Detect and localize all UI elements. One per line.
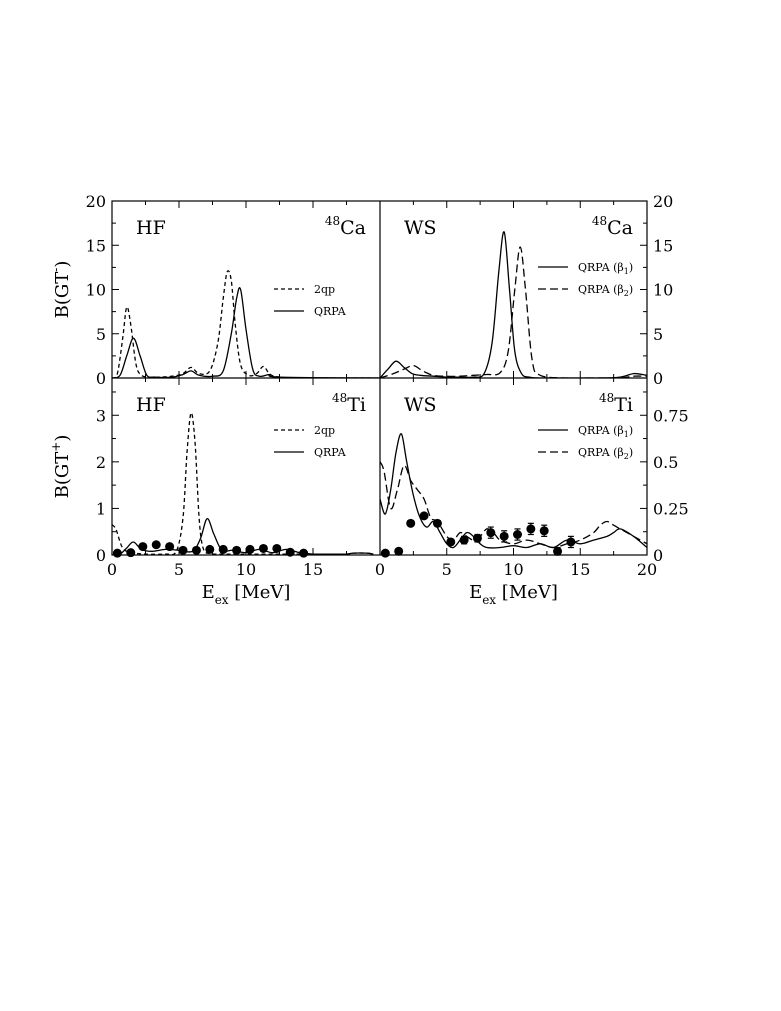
y-tick-label: 20 [653, 192, 673, 211]
series-line-qrpa-2- [380, 246, 647, 378]
nucleus-mass: 48 [599, 391, 614, 405]
x-tick-label: 5 [174, 560, 184, 579]
data-point [459, 535, 469, 545]
y-tick-label: 0 [653, 546, 663, 565]
data-point [566, 537, 576, 547]
legend-label: QRPA (β1) [578, 261, 633, 276]
nucleus-mass: 48 [325, 214, 340, 228]
nucleus-label: 48Ti [599, 391, 633, 416]
x-axis-title: Eex [MeV] [469, 582, 558, 607]
data-point [126, 548, 136, 558]
data-point [499, 531, 509, 541]
data-point [232, 545, 242, 555]
legend-label: 2qp [314, 424, 335, 437]
y-tick-label: 0 [96, 546, 106, 565]
data-point [526, 524, 536, 534]
data-point [272, 543, 282, 553]
panel-model-label: WS [404, 394, 437, 416]
y-tick-label: 10 [86, 281, 106, 300]
y-tick-label: 20 [86, 192, 106, 211]
data-point [218, 544, 228, 554]
data-point [432, 518, 442, 528]
series-line-qrpa [112, 287, 380, 378]
y-tick-label: 0.75 [653, 406, 689, 425]
y-tick-label: 10 [653, 281, 673, 300]
nucleus-label: 48Ca [325, 214, 366, 239]
data-point [151, 540, 161, 550]
data-point [419, 511, 429, 521]
legend-label: QRPA (β1) [578, 424, 633, 439]
data-point [539, 526, 549, 536]
x-tick-label: 15 [570, 560, 590, 579]
nucleus-mass: 48 [592, 214, 607, 228]
y-tick-label: 0.25 [653, 499, 689, 518]
data-point [165, 542, 175, 552]
y-tick-label: 0.5 [653, 453, 678, 472]
nucleus-symbol: Ti [347, 394, 366, 416]
data-point [191, 545, 201, 555]
y-tick-label: 0 [653, 369, 663, 388]
nucleus-label: 48Ca [592, 214, 633, 239]
data-point [513, 530, 523, 540]
legend-label: QRPA [314, 446, 347, 459]
data-point [138, 542, 148, 552]
data-point [486, 528, 496, 538]
y-tick-label: 15 [653, 236, 673, 255]
x-tick-label: 0 [375, 560, 385, 579]
legend-label: 2qp [314, 283, 335, 296]
legend-label: QRPA [314, 305, 347, 318]
x-tick-label: 5 [442, 560, 452, 579]
data-point [178, 545, 188, 555]
data-point [245, 544, 255, 554]
y-axis-title: B(GT-) [49, 261, 73, 319]
y-tick-label: 15 [86, 236, 106, 255]
data-point [472, 533, 482, 543]
data-point [258, 543, 268, 553]
y-tick-label: 5 [653, 325, 663, 344]
data-point [299, 548, 309, 558]
data-point [394, 546, 404, 556]
series-line-2qp [112, 270, 380, 378]
legend-label: QRPA (β2) [578, 446, 633, 461]
series-line-qrpa-2- [380, 461, 647, 549]
y-axis-title: B(GT+) [49, 435, 73, 499]
x-tick-label: 15 [303, 560, 323, 579]
data-point [285, 547, 295, 557]
data-point [112, 548, 122, 558]
data-point [446, 537, 456, 547]
series-line-qrpa-1- [380, 231, 647, 378]
nucleus-symbol: Ca [340, 217, 366, 239]
y-tick-label: 3 [96, 406, 106, 425]
x-tick-label: 0 [107, 560, 117, 579]
panel-model-label: WS [404, 217, 437, 239]
x-axis-title: Eex [MeV] [202, 582, 291, 607]
y-tick-label: 5 [96, 325, 106, 344]
legend-label: QRPA (β2) [578, 283, 633, 298]
data-point [553, 546, 563, 556]
y-tick-label: 1 [96, 499, 106, 518]
nucleus-symbol: Ti [614, 394, 633, 416]
data-point [205, 544, 215, 554]
nucleus-mass: 48 [332, 391, 347, 405]
y-tick-label: 2 [96, 453, 106, 472]
panel-model-label: HF [136, 394, 166, 416]
x-tick-label: 20 [637, 560, 657, 579]
panel-model-label: HF [136, 217, 166, 239]
data-point [406, 518, 416, 528]
nucleus-label: 48Ti [332, 391, 366, 416]
x-tick-label: 10 [503, 560, 523, 579]
x-tick-label: 10 [236, 560, 256, 579]
nucleus-symbol: Ca [607, 217, 633, 239]
y-tick-label: 0 [96, 369, 106, 388]
data-point [380, 548, 390, 558]
